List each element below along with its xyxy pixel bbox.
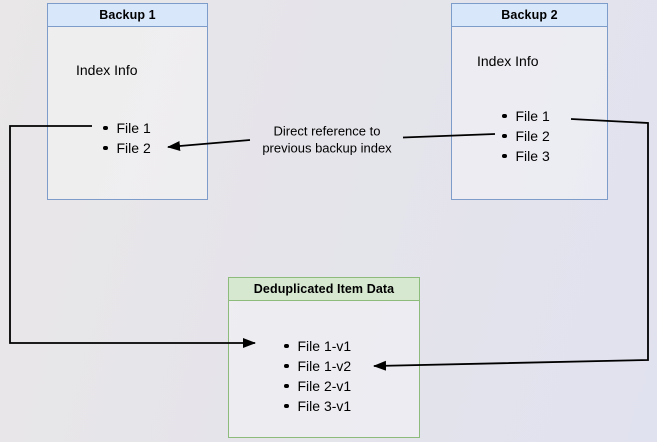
backup2-title: Backup 2 <box>501 8 558 22</box>
direct-reference-label: Direct reference to previous backup inde… <box>262 124 391 157</box>
backup1-subtitle: Index Info <box>76 62 138 78</box>
bullet-icon <box>284 363 289 369</box>
list-item: File 1-v2 <box>284 356 351 376</box>
bullet-icon <box>502 133 507 139</box>
backup2-subtitle: Index Info <box>477 53 539 69</box>
list-item-label: File 1-v1 <box>297 338 352 354</box>
bullet-icon <box>502 113 507 119</box>
dedup-file-list: File 1-v1 File 1-v2 File 2-v1 File 3-v1 <box>284 336 351 416</box>
list-item: File 1 <box>103 118 151 138</box>
list-item: File 1 <box>502 106 550 126</box>
list-item: File 3 <box>502 146 550 166</box>
backup1-node: Backup 1 Index Info File 1 File 2 <box>47 3 208 200</box>
bullet-icon <box>284 383 289 389</box>
backup2-node: Backup 2 Index Info File 1 File 2 File 3 <box>451 3 608 200</box>
bullet-icon <box>502 153 507 159</box>
list-item: File 2-v1 <box>284 376 351 396</box>
list-item: File 2 <box>103 138 151 158</box>
list-item-label: File 2-v1 <box>297 378 352 394</box>
backup1-header: Backup 1 <box>48 4 207 27</box>
list-item: File 3-v1 <box>284 396 351 416</box>
list-item-label: File 1-v2 <box>297 358 352 374</box>
backup1-title: Backup 1 <box>99 8 156 22</box>
list-item-label: File 3 <box>515 148 550 164</box>
direct-reference-label-line1: Direct reference to <box>273 123 381 139</box>
list-item-label: File 2 <box>515 128 550 144</box>
list-item-label: File 1 <box>515 108 550 124</box>
dedup-header: Deduplicated Item Data <box>229 278 419 301</box>
backup1-file-list: File 1 File 2 <box>103 118 151 158</box>
backup2-header: Backup 2 <box>452 4 607 27</box>
dedup-title: Deduplicated Item Data <box>253 282 395 296</box>
direct-reference-label-line2: previous backup index <box>262 140 392 155</box>
bullet-icon <box>284 403 289 409</box>
list-item: File 2 <box>502 126 550 146</box>
backup2-file-list: File 1 File 2 File 3 <box>502 106 550 166</box>
list-item-label: File 3-v1 <box>297 398 352 414</box>
list-item-label: File 2 <box>116 140 151 156</box>
dedup-node: Deduplicated Item Data File 1-v1 File 1-… <box>228 277 420 438</box>
bullet-icon <box>103 145 108 151</box>
list-item-label: File 1 <box>116 120 151 136</box>
bullet-icon <box>284 343 289 349</box>
list-item: File 1-v1 <box>284 336 351 356</box>
bullet-icon <box>103 125 108 131</box>
